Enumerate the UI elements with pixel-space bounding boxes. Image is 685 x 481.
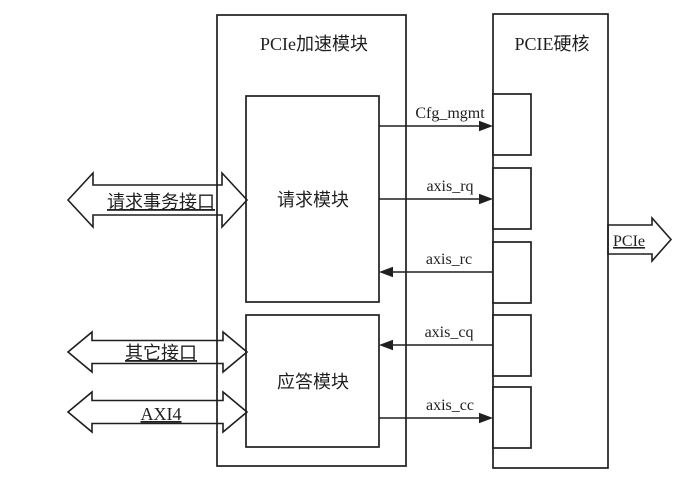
signal-arrow-axis-cc <box>379 412 493 424</box>
axis-rq-label: axis_rq <box>426 178 473 195</box>
request-transaction-interface-label: 请求事务接口 <box>107 192 215 212</box>
accelerator-title: PCIe加速模块 <box>260 34 368 54</box>
response-module-box <box>245 314 380 448</box>
pcie-output-label: PCIe <box>613 233 645 250</box>
core-port-box-axis-cq <box>492 314 532 377</box>
axis-cc-label: axis_cc <box>426 397 474 414</box>
request-module-label: 请求模块 <box>277 190 349 210</box>
core-port-box-axis-cc <box>492 386 532 449</box>
signal-arrow-axis-rq <box>379 193 493 205</box>
pcie-accelerator-box <box>216 14 407 467</box>
signal-arrow-axis-cq <box>379 339 493 351</box>
pcie-output-arrow <box>607 215 673 264</box>
axi4-interface-label: AXI4 <box>141 404 182 424</box>
core-port-box-cfg-mgmt <box>492 93 532 156</box>
cfg-mgmt-label: Cfg_mgmt <box>415 105 485 122</box>
core-port-box-axis-rc <box>492 241 532 304</box>
pcie-hardcore-box <box>492 13 609 469</box>
axi4-interface-arrow <box>66 390 249 434</box>
core-port-box-axis-rq <box>492 167 532 230</box>
signal-arrow-cfg-mgmt <box>379 120 493 132</box>
axis-cq-label: axis_cq <box>425 324 474 341</box>
request-transaction-interface-arrow <box>66 170 249 230</box>
hardcore-title: PCIE硬核 <box>514 34 589 54</box>
signal-arrow-axis-rc <box>379 266 493 278</box>
other-interface-label: 其它接口 <box>125 343 197 363</box>
other-interface-arrow <box>66 330 249 374</box>
axis-rc-label: axis_rc <box>426 251 472 268</box>
response-module-label: 应答模块 <box>277 372 349 392</box>
